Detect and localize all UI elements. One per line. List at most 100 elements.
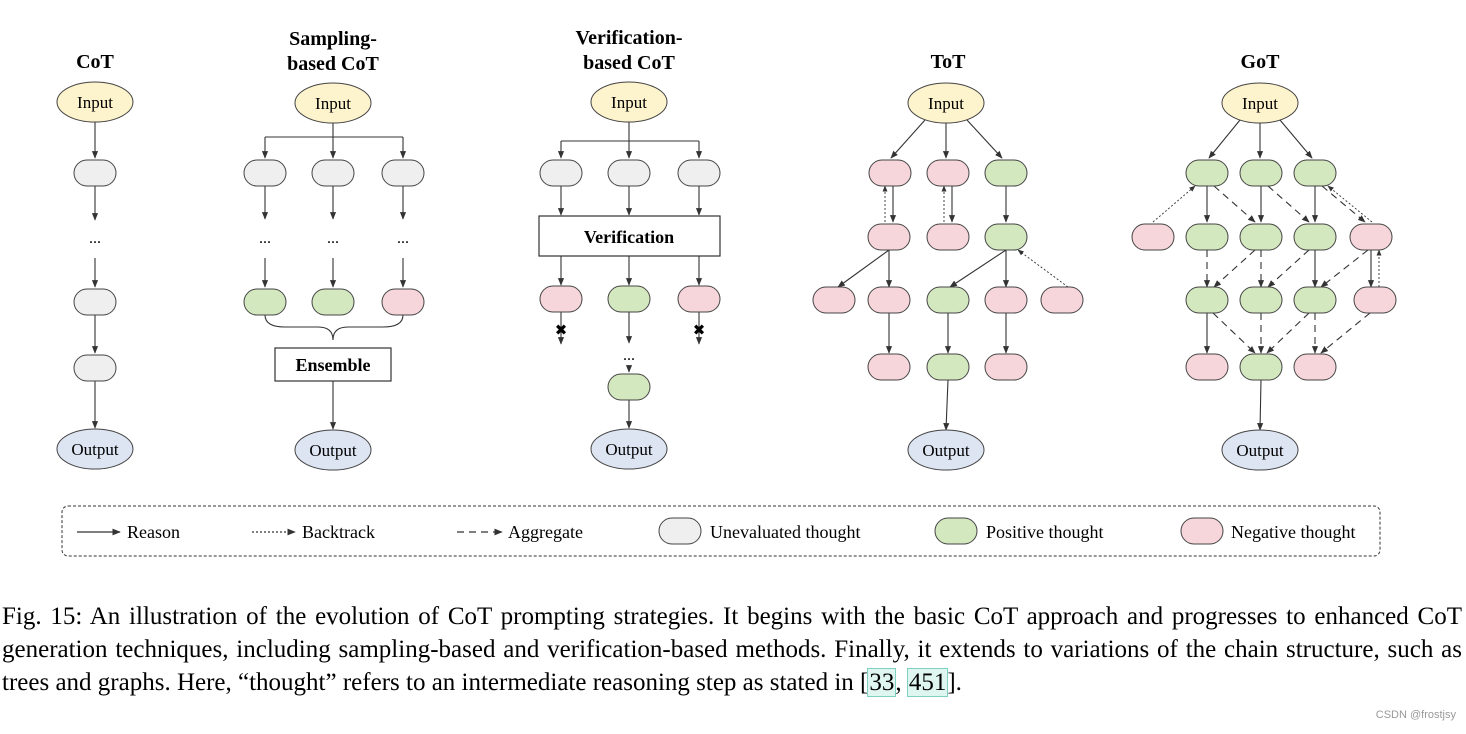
positive-thought [984, 223, 1028, 251]
reason-edge [837, 249, 890, 288]
ellipsis: ... [623, 347, 635, 364]
negative-thought [812, 286, 856, 314]
reason-edge [966, 119, 1003, 159]
positive-thought [1239, 159, 1283, 187]
ellipsis: ... [259, 230, 271, 247]
citation-link-33[interactable]: 33 [867, 668, 897, 697]
reason-edge [943, 379, 950, 431]
unevaluated-thought [73, 288, 117, 316]
unevaluated-thought [381, 159, 425, 187]
positive-thought [243, 288, 287, 316]
positive-thought [984, 159, 1028, 187]
output-node-label: Output [1236, 441, 1284, 460]
negative-thought [984, 286, 1028, 314]
legend-aggregate-label: Aggregate [508, 522, 583, 542]
input-node-label: Input [1242, 94, 1278, 113]
backtrack-edge [1327, 185, 1373, 223]
negative-thought [868, 159, 912, 187]
title-sampling-line2: based CoT [287, 53, 379, 75]
edges [91, 119, 1382, 431]
aggregate-edge [1212, 312, 1256, 354]
negative-thought [539, 285, 583, 313]
legend-negative-swatch [1180, 517, 1224, 545]
positive-thought [607, 373, 651, 401]
nodes: Input... Output Input......... Output Input ✖… [56, 81, 1397, 471]
negative-thought [1353, 286, 1397, 314]
aggregate-edge [1321, 185, 1366, 223]
ensemble-label: Ensemble [295, 355, 370, 375]
unevaluated-thought [73, 159, 117, 187]
caption-separator: , [895, 669, 908, 696]
output-node [294, 429, 372, 471]
reason-edge [1208, 119, 1241, 159]
negative-thought [867, 353, 911, 381]
input-node [56, 81, 134, 123]
reason-edge [1257, 379, 1264, 431]
title-got: GoT [1241, 51, 1281, 73]
unevaluated-thought [311, 159, 355, 187]
reason-edge [949, 249, 1007, 288]
input-node [294, 82, 372, 124]
legend-unevaluated-swatch [658, 517, 702, 545]
ellipsis: ... [397, 230, 409, 247]
aggregate-edge [1320, 312, 1371, 354]
negative-thought [926, 159, 970, 187]
unevaluated-thought [677, 159, 721, 187]
watermark: CSDN @frostjsy [1375, 709, 1456, 721]
negative-thought [1131, 223, 1175, 251]
reason-edge [1279, 119, 1313, 159]
legend-positive-label: Positive thought [986, 522, 1104, 542]
ensemble-brace [264, 314, 404, 341]
input-node [1221, 82, 1299, 124]
legend-backtrack-label: Backtrack [302, 522, 375, 542]
backtrack-edge [1017, 249, 1069, 288]
input-node-label: Input [928, 94, 964, 113]
reject-icon: ✖ [555, 321, 568, 339]
output-node-label: Output [71, 440, 119, 459]
aggregate-edge [1266, 312, 1310, 354]
cot-strategies-diagram: CoT Sampling- based CoT Verification- ba… [56, 27, 1397, 557]
reason-edge [890, 119, 926, 159]
input-node-label: Input [315, 94, 351, 113]
negative-thought [677, 285, 721, 313]
negative-thought [984, 353, 1028, 381]
positive-thought [1293, 223, 1337, 251]
negative-thought [381, 288, 425, 316]
positive-thought [607, 285, 651, 313]
negative-thought [867, 223, 911, 251]
citation-link-451[interactable]: 451 [906, 668, 949, 697]
legend-positive-swatch [934, 517, 978, 545]
aggregate-edge [1213, 249, 1256, 288]
backtrack-edge [1152, 185, 1196, 223]
positive-thought [1293, 286, 1337, 314]
verification-label: Verification [584, 227, 674, 247]
ellipsis: ... [89, 230, 101, 247]
legend-reason-label: Reason [127, 522, 180, 542]
ensemble-box [274, 347, 392, 382]
positive-thought [926, 353, 970, 381]
positive-thought [1293, 159, 1337, 187]
aggregate-edge [1213, 185, 1256, 223]
output-node [56, 428, 134, 470]
negative-thought [1040, 286, 1084, 314]
positive-thought [1239, 223, 1283, 251]
input-node [907, 82, 985, 124]
title-tot: ToT [931, 51, 967, 73]
aggregate-edge [1267, 249, 1310, 288]
positive-thought [1185, 159, 1229, 187]
caption-end: ]. [947, 669, 962, 696]
reject-icon: ✖ [693, 321, 706, 339]
positive-thought [311, 288, 355, 316]
negative-thought [926, 223, 970, 251]
output-node-label: Output [922, 441, 970, 460]
positive-thought [1239, 286, 1283, 314]
output-node [590, 428, 668, 470]
boxes: Ensemble Verification [274, 215, 721, 382]
legend-frame [61, 505, 1381, 557]
negative-thought [1293, 353, 1337, 381]
unevaluated-thought [243, 159, 287, 187]
title-verification-line2: based CoT [583, 52, 675, 74]
negative-thought [1185, 353, 1229, 381]
input-node-label: Input [77, 93, 113, 112]
input-node-label: Input [611, 93, 647, 112]
